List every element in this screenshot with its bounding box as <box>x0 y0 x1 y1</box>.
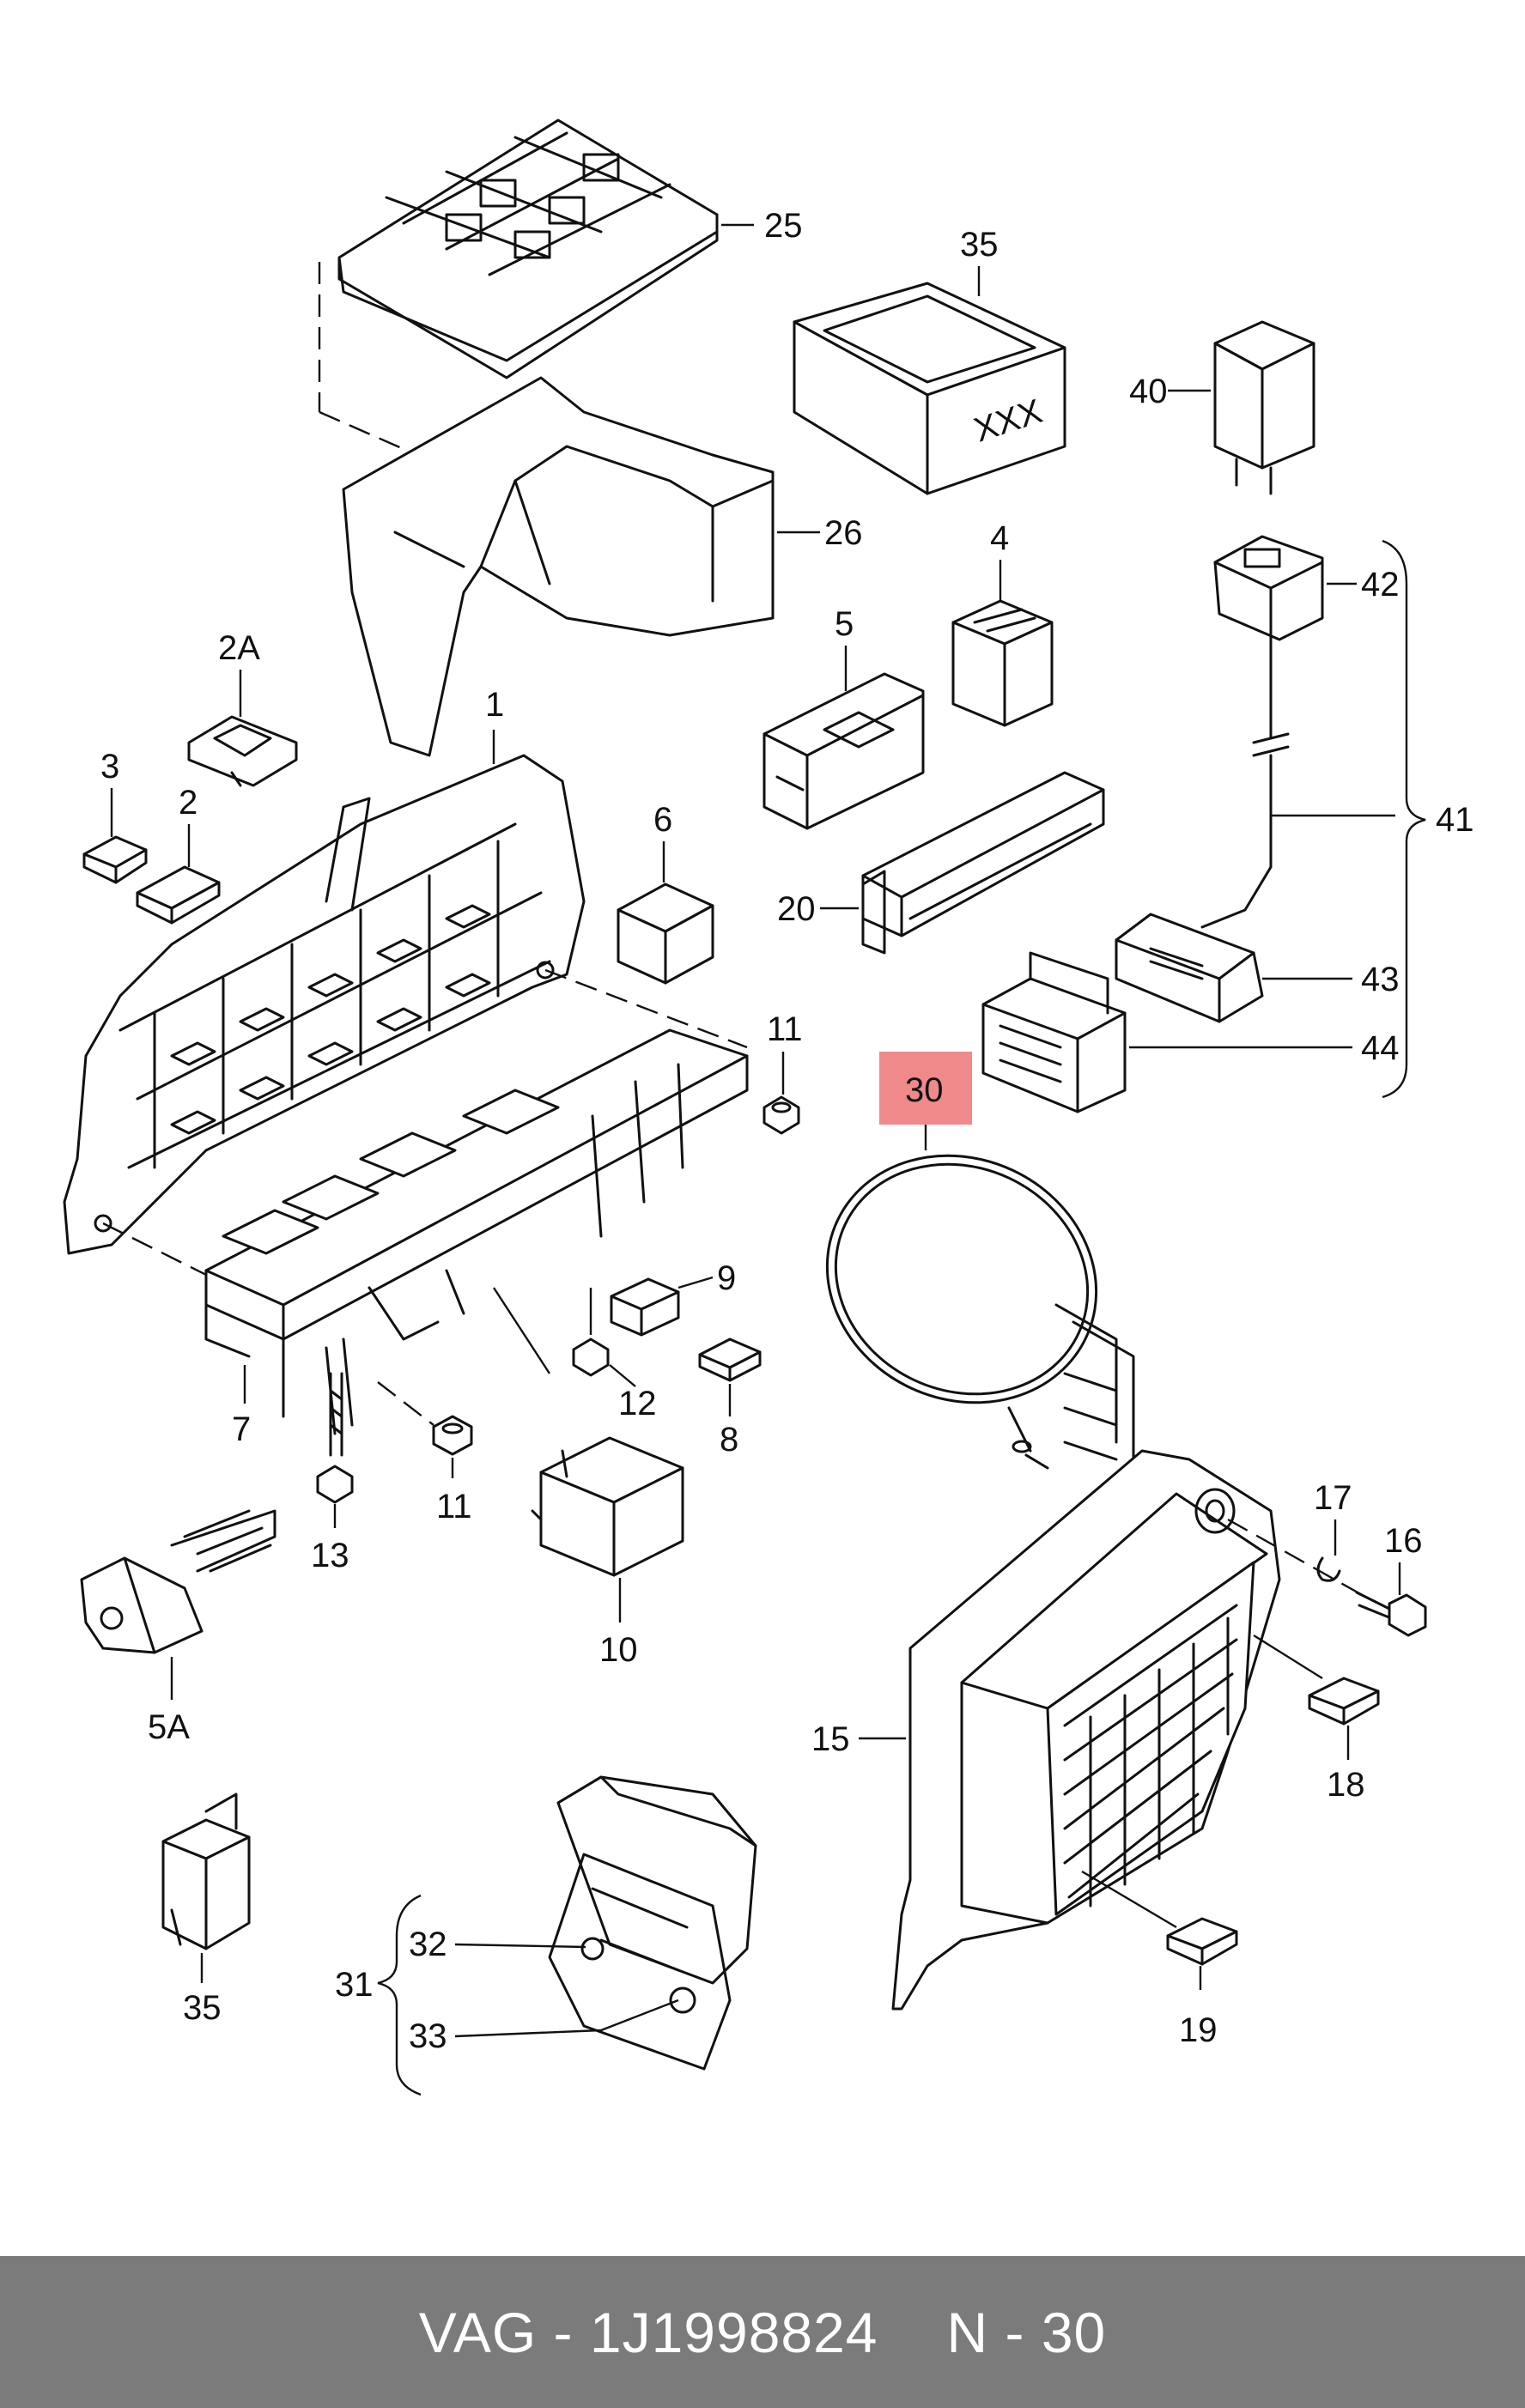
parts-diagram: 25 26 XXX 35 40 4 5 <box>63 118 1474 2096</box>
part-31-fuse-holder <box>548 1775 757 2071</box>
part-25-cover <box>337 118 719 379</box>
label-6: 6 <box>653 801 672 839</box>
label-31: 31 <box>335 1966 374 2004</box>
part-4-relay <box>951 599 1054 727</box>
label-32: 32 <box>409 1926 447 1963</box>
part-19-fuse <box>1166 1917 1238 1966</box>
label-7: 7 <box>232 1410 251 1448</box>
footer-bar: VAG - 1J1998824 N - 30 <box>0 2256 1525 2408</box>
part-5-relay-holder <box>762 672 925 830</box>
part-11-nut-lower <box>432 1415 473 1456</box>
label-18: 18 <box>1327 1766 1365 1804</box>
part-20-fuse-strip <box>861 771 1105 955</box>
footer-part-number: VAG - 1J1998824 <box>418 2300 878 2364</box>
label-2A: 2A <box>218 629 260 667</box>
label-3: 3 <box>100 748 119 785</box>
part-43-connector <box>1115 913 1264 1023</box>
part-17-clip <box>1316 1556 1341 1582</box>
part-11-nut-upper <box>762 1095 800 1135</box>
part-1-relay-carrier <box>63 754 586 1255</box>
footer-position: N - 30 <box>946 2300 1107 2364</box>
label-15: 15 <box>811 1720 850 1758</box>
part-12-nut <box>572 1337 610 1377</box>
part-16-bolt <box>1355 1591 1427 1637</box>
part-40-relay <box>1213 320 1315 495</box>
highlight-box-30 <box>879 1052 972 1125</box>
part-2A-clip <box>187 715 298 787</box>
label-5: 5 <box>835 605 854 643</box>
label-12: 12 <box>618 1385 657 1422</box>
part-26-bracket <box>342 376 775 757</box>
part-35-relay-bottom <box>161 1792 251 1950</box>
label-33: 33 <box>409 2017 447 2055</box>
part-8-fuse <box>698 1337 762 1382</box>
part-35-control-module: XXX <box>793 282 1066 495</box>
label-9: 9 <box>717 1259 736 1297</box>
label-13: 13 <box>311 1537 349 1574</box>
label-1: 1 <box>485 686 504 724</box>
part-6-relay <box>617 883 714 985</box>
label-8: 8 <box>720 1421 738 1459</box>
brace-31 <box>377 1894 422 2096</box>
label-43: 43 <box>1361 961 1400 998</box>
label-20: 20 <box>777 890 816 928</box>
label-42: 42 <box>1361 566 1400 604</box>
label-35-top: 35 <box>960 226 999 264</box>
label-25: 25 <box>764 207 803 245</box>
label-5A: 5A <box>148 1708 190 1746</box>
label-35-bottom: 35 <box>183 1989 222 2027</box>
part-44-connector <box>981 951 1127 1113</box>
label-11-upper: 11 <box>767 1010 803 1048</box>
label-19: 19 <box>1179 2011 1218 2049</box>
label-10: 10 <box>599 1631 638 1669</box>
part-18-fuse <box>1308 1677 1380 1726</box>
part-9-connector <box>610 1277 680 1337</box>
part-42-connector <box>1213 535 1324 641</box>
label-44: 44 <box>1361 1029 1400 1067</box>
part-30-cable-loop <box>825 1154 1135 1470</box>
part-10-relay <box>531 1436 684 1577</box>
label-2: 2 <box>179 784 197 822</box>
brace-41 <box>1382 539 1426 1099</box>
label-41: 41 <box>1436 801 1474 839</box>
part-3-fuse <box>82 835 148 884</box>
label-17: 17 <box>1314 1479 1352 1517</box>
label-30: 30 <box>905 1071 944 1109</box>
label-16: 16 <box>1384 1522 1423 1560</box>
label-26: 26 <box>824 514 863 552</box>
part-5A-holder <box>80 1509 276 1654</box>
part-7-relay-plate <box>204 1028 749 1435</box>
harness-cable <box>1200 638 1273 929</box>
part-2-fuse <box>136 865 221 925</box>
label-4: 4 <box>990 519 1009 557</box>
part-13-screw <box>316 1372 354 1504</box>
part-15-fuse-box-cover <box>891 1449 1281 2011</box>
label-11-lower: 11 <box>436 1488 472 1525</box>
label-40: 40 <box>1129 373 1168 410</box>
